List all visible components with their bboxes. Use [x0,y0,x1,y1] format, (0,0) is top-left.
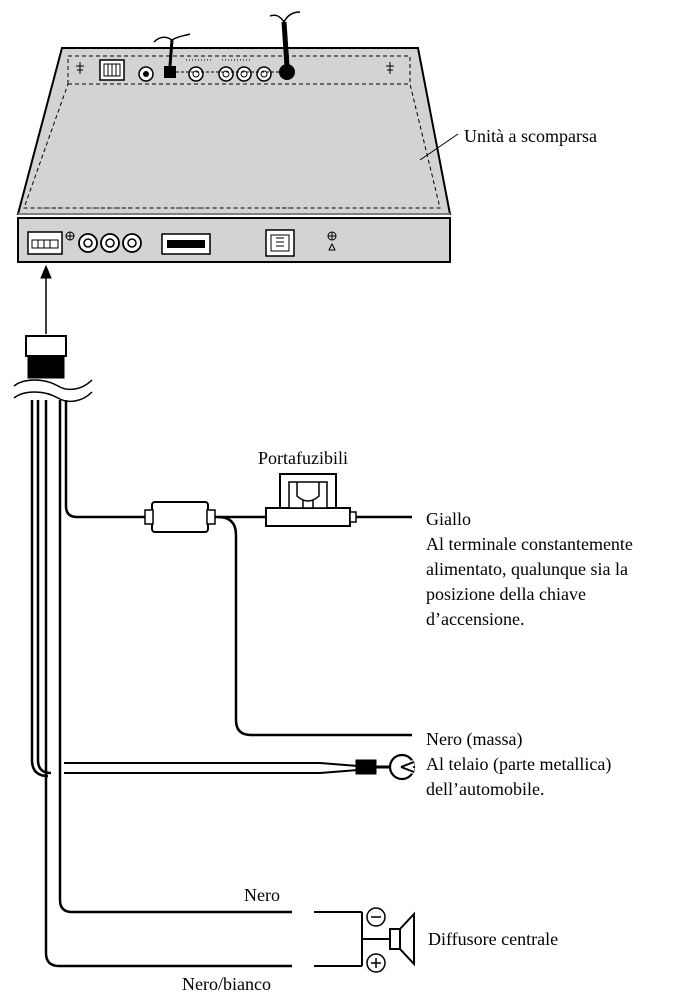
ground-wire-desc-line-1: Al telaio (parte metallica) [426,754,612,774]
unit-top-face [16,47,452,215]
speaker-wiring [314,907,415,973]
rca-jack-icon [236,66,252,82]
speaker-icon [389,911,415,967]
hideaway-unit-label: Unità a scomparsa [464,126,597,146]
minus-terminal-icon [366,907,386,927]
yellow-wire-title: Giallo [426,509,471,529]
black-white-wire-label: Nero/bianco [182,974,271,994]
rear-cables [153,11,301,67]
fuse-holder-label: Portafuzibili [258,448,348,468]
rca-jack-icon [188,66,204,82]
front-connectors [27,207,337,257]
plus-terminal-icon [366,953,386,973]
square-connector-icon [265,229,295,257]
harness [13,264,359,968]
yellow-wire-path [144,473,412,737]
rca-jack-icon [218,66,234,82]
unit-top-dashed-outline [23,55,441,209]
fuse-holder-icon [265,507,351,527]
hideaway-unit [16,11,459,263]
wire-connector-icon [25,335,67,357]
ground-wire-title: Nero (massa) [426,729,523,749]
rear-connectors [76,59,394,82]
power-connector-icon [27,231,63,255]
black-wire-label: Nero [244,885,280,905]
ground-wire-desc-line-2: dell’automobile. [426,779,545,799]
yellow-wire-desc-line-2: alimentato, qualunque sia la [426,559,628,579]
ground-symbol-icon [386,62,394,74]
hideaway-unit-leader [419,133,459,161]
inline-fuse-icon [151,501,209,533]
ground-symbol-icon [76,62,84,74]
yellow-wire-desc-line-3: posizione della chiave [426,584,586,604]
center-speaker-label: Diffusore centrale [428,929,559,949]
ring-terminal-icon [355,753,416,781]
yellow-wire-desc-line-4: d’accensione. [426,609,525,629]
rca-jack-icon [279,64,295,80]
yellow-wire-desc-line-1: Al terminale constantemente [426,534,633,554]
rca-jack-icon [256,66,272,82]
